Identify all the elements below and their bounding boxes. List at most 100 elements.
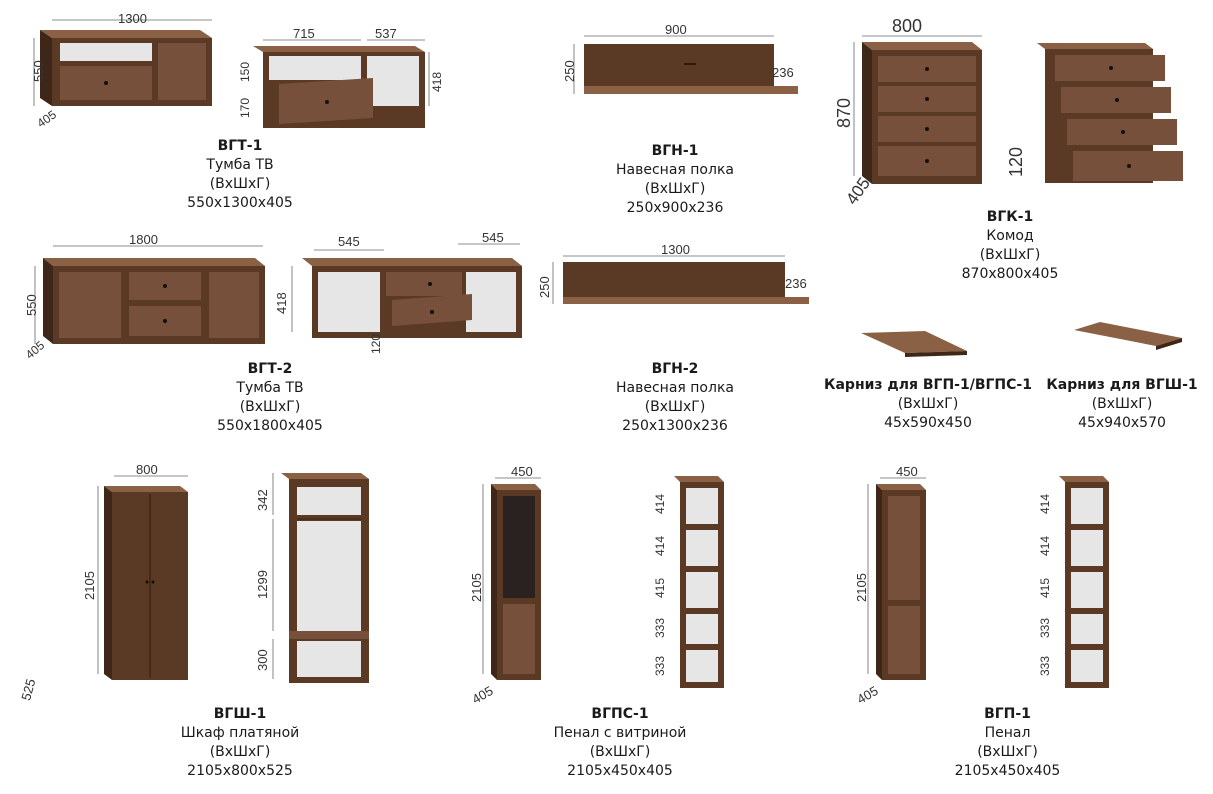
vgt2-width-dim: 1800: [129, 232, 158, 247]
vgn1-code: ВГН-1: [651, 143, 699, 159]
vgps1-open-drawing: 414 414 415 333 333: [653, 476, 724, 688]
vgn2-drawing: 1300 250 236: [537, 242, 809, 304]
vgn2-height-dim: 250: [537, 276, 552, 298]
vgps1-size: 2105x450x405: [567, 763, 673, 779]
vgt2-size: 550x1800x405: [217, 418, 323, 434]
vgps1-dims-label: (ВхШхГ): [589, 744, 651, 760]
vgps1-height-dim: 2105: [469, 573, 484, 602]
vgp1-name: Пенал: [984, 725, 1031, 741]
vgn1-name: Навесная полка: [616, 162, 734, 178]
vgt1-h-a-dim: 150: [238, 62, 252, 82]
vgsh1-width-dim: 800: [136, 462, 158, 477]
karn1-size: 45x590x450: [884, 415, 972, 431]
vgt1-name: Тумба ТВ: [206, 157, 274, 173]
karn1-dims-label: (ВхШхГ): [897, 396, 959, 412]
vgt1-height-dim: 550: [31, 60, 46, 82]
vgt1-dims-label: (ВхШхГ): [209, 176, 271, 192]
vgn2-dims-label: (ВхШхГ): [644, 399, 706, 415]
vgt1-h-c-dim: 418: [430, 72, 444, 92]
vgt2-name: Тумба ТВ: [236, 380, 304, 396]
vgk1-caption: ВГК-1 Комод (ВхШхГ) 870x800x405: [945, 208, 1075, 284]
vgt2-code: ВГТ-2: [247, 361, 293, 377]
vgp1-sec5-dim: 333: [1038, 656, 1052, 676]
karn1-drawing: [861, 331, 967, 357]
vgps1-sec4-dim: 333: [653, 618, 667, 638]
vgt2-caption: ВГТ-2 Тумба ТВ (ВхШхГ) 550x1800x405: [200, 360, 340, 436]
vgn2-code: ВГН-2: [651, 361, 699, 377]
vgn1-caption: ВГН-1 Навесная полка (ВхШхГ) 250x900x236: [600, 142, 750, 218]
vgt1-width-b-dim: 537: [375, 26, 397, 41]
vgp1-sec1-dim: 414: [1038, 494, 1052, 514]
vgps1-depth-dim: 405: [469, 683, 495, 707]
vgp1-caption: ВГП-1 Пенал (ВхШхГ) 2105x450x405: [935, 705, 1080, 781]
karn2-caption: Карниз для ВГШ-1 (ВхШхГ) 45x940x570: [1044, 376, 1200, 433]
vgn1-dims-label: (ВхШхГ): [644, 181, 706, 197]
vgsh1-name: Шкаф платяной: [180, 725, 300, 741]
vgk1-drawer-dim: 120: [1006, 147, 1026, 177]
vgt1-caption: ВГТ-1 Тумба ТВ (ВхШхГ) 550x1300x405: [170, 137, 310, 213]
vgt1-width-dim: 1300: [118, 11, 147, 26]
vgp1-closed-drawing: 450 2105 405: [854, 464, 926, 707]
vgk1-size: 870x800x405: [961, 266, 1059, 282]
vgt1-depth-dim: 405: [34, 107, 59, 130]
vgps1-name: Пенал с витриной: [553, 725, 687, 741]
vgt1-width-a-dim: 715: [293, 26, 315, 41]
vgk1-width-dim: 800: [892, 16, 922, 36]
vgps1-sec1-dim: 414: [653, 494, 667, 514]
vgt2-height-dim: 550: [24, 294, 39, 316]
vgt1-h-b-dim: 170: [238, 98, 252, 118]
vgsh1-open-drawing: 342 1299 300: [255, 473, 369, 683]
vgp1-dims-label: (ВхШхГ): [977, 744, 1038, 760]
karn2-code: Карниз для ВГШ-1: [1046, 377, 1198, 393]
karn1-caption: Карниз для ВГП-1/ВГПС-1 (ВхШхГ) 45x590x4…: [818, 376, 1038, 433]
vgp1-height-dim: 2105: [854, 573, 869, 602]
vgk1-dims-label: (ВхШхГ): [979, 247, 1041, 263]
vgn2-depth-dim: 236: [785, 276, 807, 291]
karn2-size: 45x940x570: [1078, 415, 1166, 431]
vgt1-code: ВГТ-1: [217, 138, 263, 154]
vgt2-width-b-dim: 545: [482, 230, 504, 245]
vgsh1-dims-label: (ВхШхГ): [209, 744, 271, 760]
vgp1-open-drawing: 414 414 415 333 333: [1038, 476, 1109, 688]
vgsh1-sec3-dim: 300: [255, 649, 270, 671]
vgps1-sec2-dim: 414: [653, 536, 667, 556]
vgsh1-code: ВГШ-1: [213, 706, 267, 722]
vgt2-open-drawing: 545 545 418 120: [274, 230, 522, 354]
vgps1-width-dim: 450: [511, 464, 533, 479]
vgp1-width-dim: 450: [896, 464, 918, 479]
vgp1-sec3-dim: 415: [1038, 578, 1052, 598]
vgn2-name: Навесная полка: [616, 380, 734, 396]
vgp1-depth-dim: 405: [854, 683, 880, 707]
vgt2-height-b-dim: 418: [274, 292, 289, 314]
vgk1-height-dim: 870: [834, 98, 854, 128]
vgn1-width-dim: 900: [665, 22, 687, 37]
vgt1-open-drawing: 715 537 150 170 418: [238, 26, 444, 128]
vgt1-size: 550x1300x405: [187, 195, 293, 211]
vgps1-caption: ВГПС-1 Пенал с витриной (ВхШхГ) 2105x450…: [540, 705, 700, 781]
vgn1-size: 250x900x236: [626, 200, 724, 216]
vgps1-code: ВГПС-1: [591, 706, 649, 722]
vgt2-depth-dim: 405: [23, 338, 48, 362]
vgp1-sec2-dim: 414: [1038, 536, 1052, 556]
karn1-code: Карниз для ВГП-1/ВГПС-1: [824, 377, 1032, 393]
vgps1-closed-drawing: 450 2105 405: [469, 464, 541, 707]
vgk1-code: ВГК-1: [986, 209, 1034, 225]
vgk1-closed-drawing: 800 870 405: [834, 16, 982, 208]
vgk1-name: Комод: [986, 228, 1034, 244]
vgt2-closed-drawing: 1800 550 405: [23, 232, 265, 362]
vgt2-width-a-dim: 545: [338, 234, 360, 249]
vgps1-sec3-dim: 415: [653, 578, 667, 598]
vgsh1-sec1-dim: 342: [255, 489, 270, 511]
vgn2-caption: ВГН-2 Навесная полка (ВхШхГ) 250x1300x23…: [600, 360, 750, 436]
vgsh1-height-dim: 2105: [82, 571, 97, 600]
vgn2-width-dim: 1300: [661, 242, 690, 257]
vgn1-drawing: 900 250 236: [562, 22, 798, 94]
vgsh1-closed-drawing: 800 2105 525: [18, 462, 188, 702]
vgn1-height-dim: 250: [562, 60, 577, 82]
vgsh1-size: 2105x800x525: [187, 763, 293, 779]
vgn2-size: 250x1300x236: [622, 418, 728, 434]
vgt2-drawer-dim: 120: [369, 334, 383, 354]
vgp1-sec4-dim: 333: [1038, 618, 1052, 638]
vgt1-closed-drawing: 1300 550 405: [31, 11, 212, 130]
vgsh1-sec2-dim: 1299: [255, 570, 270, 599]
